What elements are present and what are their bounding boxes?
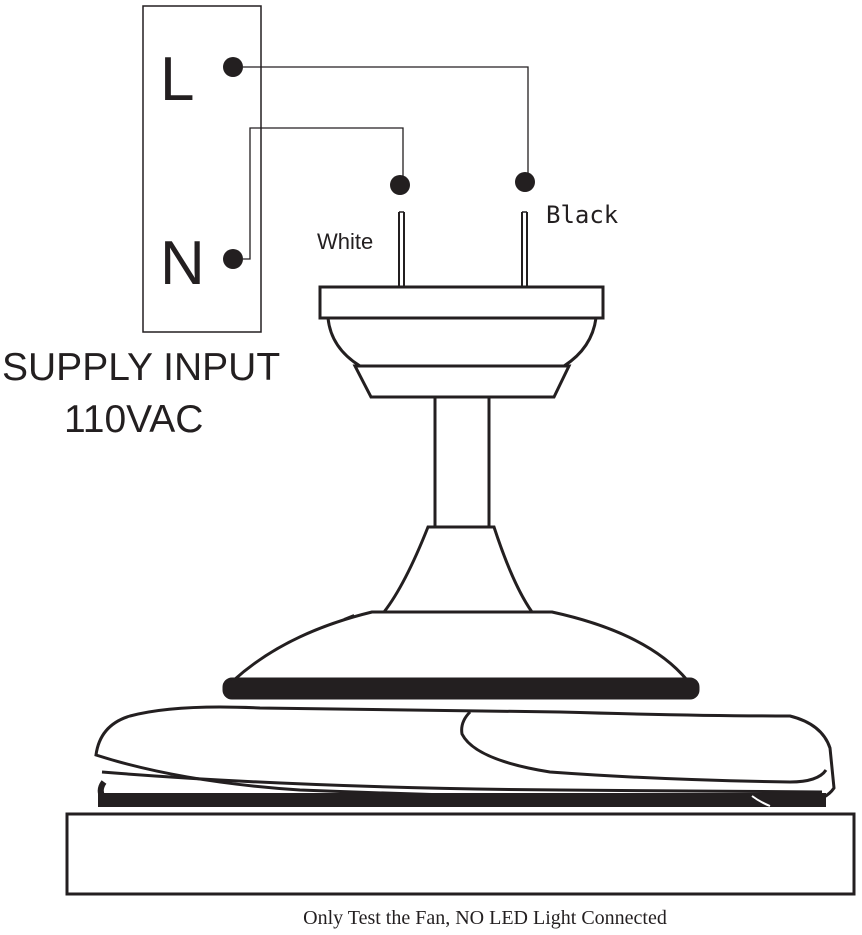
fan-canopy <box>318 285 605 399</box>
fan-blades <box>94 705 836 807</box>
fan-light-base <box>65 812 856 896</box>
fan-downrod <box>433 395 491 529</box>
white-wire-connector-dot <box>390 175 410 195</box>
white-wire-label: White <box>317 229 373 254</box>
line-wire <box>243 66 529 176</box>
diagram-caption: Only Test the Fan, NO LED Light Connecte… <box>303 907 667 929</box>
neutral-terminal-label: N <box>160 229 205 298</box>
line-terminal-dot <box>223 57 243 77</box>
black-lead-wire <box>521 211 528 287</box>
black-wire-label: Black <box>546 201 619 229</box>
white-lead-wire <box>398 211 405 287</box>
fan-motor-housing <box>222 525 700 700</box>
line-terminal-label: L <box>160 45 194 114</box>
black-wire-connector-dot <box>515 172 535 192</box>
supply-input-label: SUPPLY INPUT <box>2 346 280 389</box>
supply-voltage-label: 110VAC <box>64 398 203 441</box>
neutral-wire <box>243 127 404 260</box>
supply-terminal-box <box>142 5 262 333</box>
neutral-terminal-dot <box>223 249 243 269</box>
